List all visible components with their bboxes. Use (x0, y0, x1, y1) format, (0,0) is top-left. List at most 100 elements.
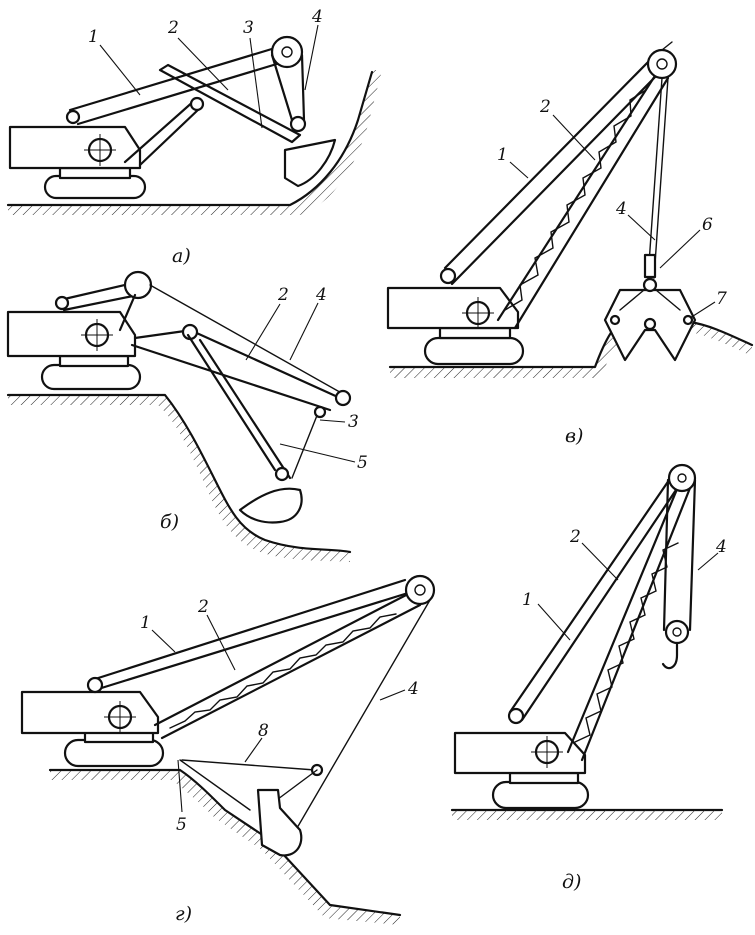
leader-1 (537, 603, 571, 641)
saddle-block (189, 96, 205, 112)
leader-4 (289, 302, 319, 361)
ground-hatch (8, 395, 350, 562)
boom-upper (130, 343, 332, 412)
track (63, 738, 165, 768)
bucket-pin (274, 466, 290, 482)
figure-a-front-shovel: 1 2 3 4 а) (6, 7, 382, 267)
label-2: 2 (539, 97, 551, 117)
boom-chord-b (513, 76, 670, 330)
head-sheave-hub (656, 58, 668, 70)
ground-line (48, 768, 402, 917)
rope-block (289, 115, 307, 133)
head-sheave (404, 574, 436, 606)
stick-joint (313, 405, 327, 419)
mast-head (123, 270, 153, 300)
dipper-stick (158, 63, 302, 144)
cab (386, 286, 520, 330)
stick-rope (291, 407, 321, 479)
leader-4 (627, 214, 656, 241)
hoist-rope (149, 284, 346, 396)
label-1: 1 (522, 590, 533, 610)
mast-b (62, 293, 140, 312)
label-4: 4 (315, 285, 327, 305)
grab-hinge (643, 317, 657, 331)
track-base (58, 166, 132, 180)
caption-b: б) (160, 511, 179, 533)
stick-b (198, 338, 292, 480)
boom-rope-a (508, 468, 678, 714)
leader-3 (249, 37, 263, 129)
label-2: 2 (197, 597, 209, 617)
label-5: 5 (176, 815, 187, 835)
leader-4 (697, 552, 719, 571)
hoist-rope (300, 53, 306, 122)
label-2: 2 (167, 18, 179, 38)
label-3: 3 (243, 18, 254, 38)
boom-chord-a (566, 480, 682, 754)
boom-foot (507, 707, 525, 725)
leader-1 (151, 629, 176, 653)
boom-foot (439, 267, 457, 285)
head-sheave (667, 463, 697, 493)
rope-clamp (643, 253, 657, 279)
boom-tip (661, 41, 673, 51)
cab (8, 125, 142, 170)
leader-2 (552, 114, 596, 161)
hoist-rope-a (647, 77, 663, 279)
label-2: 2 (277, 285, 289, 305)
boom-lattice (504, 89, 647, 311)
track-base (58, 354, 130, 368)
leader-3 (319, 419, 346, 423)
leader-2 (245, 303, 281, 361)
drag-rope (181, 759, 316, 771)
label-3: 3 (348, 412, 359, 432)
label-6: 6 (702, 215, 713, 235)
boom-chord-b (160, 603, 422, 740)
cab (453, 731, 587, 775)
hook-block (664, 619, 690, 645)
track (491, 780, 590, 810)
label-4: 4 (311, 7, 323, 27)
head-sheave (646, 48, 678, 80)
boom-rope-b (93, 591, 410, 692)
figure-g-dragline: 1 2 4 8 5 г) (20, 574, 436, 925)
boom-rope-a (443, 56, 654, 270)
track (423, 336, 525, 366)
boom (68, 43, 287, 112)
boom-foot (65, 109, 81, 125)
leader-2 (206, 614, 236, 671)
stick (186, 333, 277, 472)
label-4: 4 (615, 199, 627, 219)
boom-lower (188, 328, 342, 400)
hoist-rope (289, 599, 431, 841)
track (43, 174, 147, 200)
hook (661, 641, 679, 670)
caption-v: в) (565, 425, 583, 447)
label-7: 7 (716, 289, 727, 309)
ground-hatch (50, 770, 400, 925)
leader-4 (379, 689, 406, 701)
label-5: 5 (357, 453, 368, 473)
leader-8 (244, 737, 263, 763)
figure-v-clamshell: 1 2 4 6 7 в) (386, 41, 754, 447)
label-1: 1 (88, 27, 99, 47)
label-1: 1 (140, 613, 151, 633)
leader-2 (581, 542, 619, 581)
hook-block-hub (672, 627, 682, 637)
track (40, 363, 142, 391)
boom-chord-a (153, 590, 414, 727)
leader-6 (659, 229, 701, 269)
hoist-rope-a (662, 478, 670, 632)
boom-lattice (169, 613, 397, 729)
dipper-bucket (283, 138, 337, 188)
hoist-rope-b (688, 478, 697, 632)
cab (20, 690, 160, 735)
hoist-rope-b (653, 77, 669, 279)
ground-hatch (390, 320, 752, 378)
caption-g: г) (175, 903, 192, 925)
mast-leg (118, 293, 137, 332)
boom-edge (76, 58, 292, 126)
boom-chord-b (580, 486, 692, 762)
boom-lattice (574, 542, 679, 743)
